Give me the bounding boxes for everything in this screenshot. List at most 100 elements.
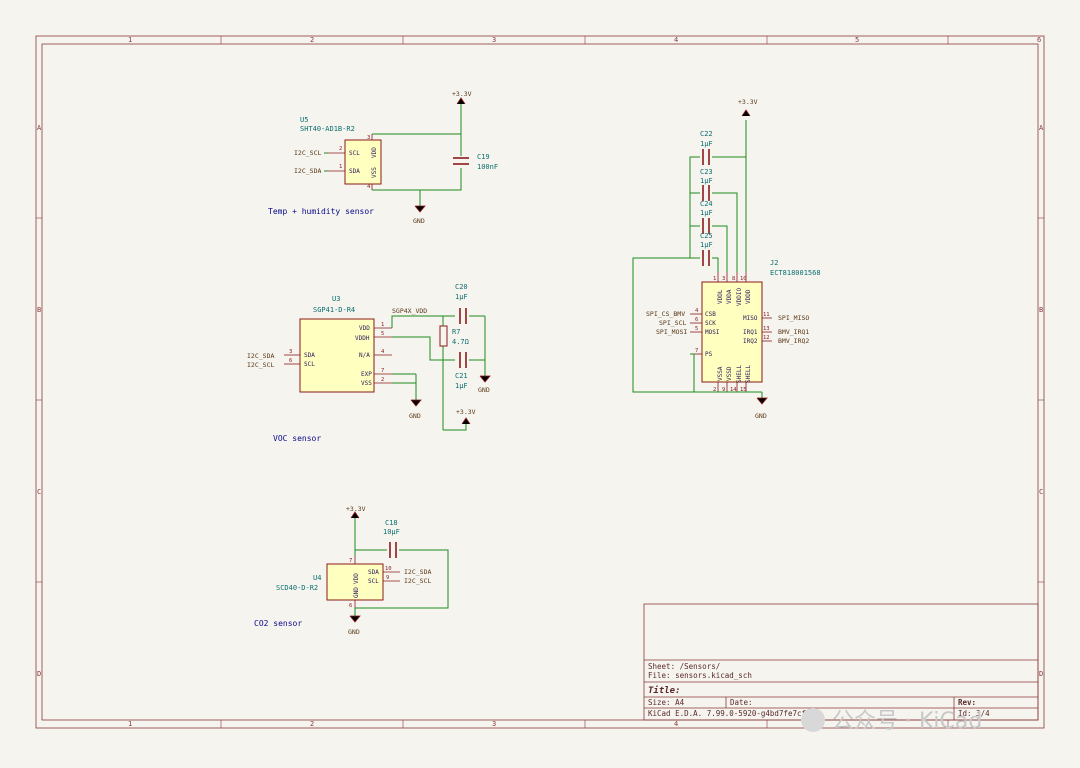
svg-text:C21: C21 bbox=[455, 372, 468, 380]
svg-text:4: 4 bbox=[674, 36, 678, 44]
svg-text:ECT818001568: ECT818001568 bbox=[770, 269, 821, 277]
svg-text:B: B bbox=[37, 306, 41, 314]
watermark: 公众号 · KiCad bbox=[801, 708, 982, 734]
u4-scd40-symbol[interactable]: U4 SCD40-D-R2 VDD GND SDA SCL 7 6 10 9 bbox=[276, 556, 400, 609]
svg-text:GND: GND bbox=[478, 386, 490, 394]
co2-sensor-title: CO2 sensor bbox=[254, 619, 302, 628]
svg-text:J2: J2 bbox=[770, 259, 778, 267]
svg-text:VSS: VSS bbox=[371, 167, 378, 178]
svg-text:10: 10 bbox=[740, 276, 747, 282]
svg-text:SDA: SDA bbox=[368, 569, 379, 576]
svg-text:D: D bbox=[1039, 670, 1043, 678]
svg-text:GND: GND bbox=[755, 412, 767, 420]
u3-nets: I2C_SDA I2C_SCL SGP4X_VDD bbox=[247, 307, 486, 431]
svg-text:SPI_SCL: SPI_SCL bbox=[659, 319, 686, 327]
c20-capacitor[interactable]: C20 1µF bbox=[455, 283, 468, 324]
svg-text:MOSI: MOSI bbox=[705, 329, 720, 336]
svg-text:2: 2 bbox=[310, 720, 314, 728]
u4-power-symbols: +3.3V GND bbox=[346, 505, 366, 636]
svg-text:2: 2 bbox=[713, 387, 716, 393]
svg-text:5: 5 bbox=[695, 326, 698, 332]
svg-text:SHELL: SHELL bbox=[745, 365, 752, 383]
title-block-sheet: Sheet: /Sensors/ bbox=[648, 662, 720, 671]
u5-sht40-symbol[interactable]: U5 SHT40-AD1B-R2 SCL SDA VDD VSS 2 1 3 4 bbox=[300, 116, 382, 190]
svg-text:VDD: VDD bbox=[359, 325, 370, 332]
svg-text:1: 1 bbox=[339, 164, 342, 170]
svg-text:12: 12 bbox=[763, 335, 770, 341]
svg-text:VDD: VDD bbox=[353, 573, 360, 584]
svg-text:10µF: 10µF bbox=[383, 528, 400, 536]
svg-text:100nF: 100nF bbox=[477, 163, 498, 171]
svg-text:SCL: SCL bbox=[368, 578, 379, 585]
svg-text:SDA: SDA bbox=[304, 352, 315, 359]
svg-text:2: 2 bbox=[339, 146, 342, 152]
svg-text:2: 2 bbox=[381, 377, 384, 383]
svg-text:VDDH: VDDH bbox=[355, 335, 370, 342]
svg-text:1µF: 1µF bbox=[455, 293, 468, 301]
svg-text:I2C_SDA: I2C_SDA bbox=[247, 352, 274, 360]
svg-text:7: 7 bbox=[695, 348, 698, 354]
svg-text:4: 4 bbox=[367, 184, 371, 190]
svg-text:+3.3V: +3.3V bbox=[346, 505, 366, 513]
svg-text:C: C bbox=[1039, 488, 1043, 496]
outer-frame bbox=[35, 35, 1045, 729]
c18-capacitor[interactable]: C18 10µF bbox=[383, 519, 400, 558]
zone-ticks bbox=[36, 36, 1044, 728]
r7-resistor[interactable]: R7 4.7Ω bbox=[439, 325, 469, 347]
svg-text:4: 4 bbox=[695, 308, 699, 314]
svg-text:6: 6 bbox=[695, 317, 698, 323]
svg-text:I2C_SDA: I2C_SDA bbox=[404, 568, 431, 576]
svg-text:4: 4 bbox=[674, 720, 678, 728]
svg-text:CSB: CSB bbox=[705, 311, 716, 318]
svg-text:MISO: MISO bbox=[743, 315, 758, 322]
svg-text:SCD40-D-R2: SCD40-D-R2 bbox=[276, 584, 318, 592]
svg-text:C18: C18 bbox=[385, 519, 398, 527]
svg-text:6: 6 bbox=[1037, 36, 1041, 44]
svg-text:SGP4X_VDD: SGP4X_VDD bbox=[392, 307, 427, 315]
svg-text:+3.3V: +3.3V bbox=[452, 90, 472, 98]
svg-text:1: 1 bbox=[381, 322, 384, 328]
j2-connector-symbol[interactable]: J2 ECT818001568 VDDL VDDA VDDIO VDDD 1 3… bbox=[690, 259, 821, 393]
svg-text:SPI_MISO: SPI_MISO bbox=[778, 314, 809, 322]
title-block-size: Size: A4 bbox=[648, 698, 685, 707]
svg-text:PS: PS bbox=[705, 351, 713, 358]
u5-nets: I2C_SCL I2C_SDA bbox=[294, 100, 462, 206]
svg-text:SCL: SCL bbox=[304, 361, 315, 368]
svg-text:B: B bbox=[1039, 306, 1043, 314]
svg-text:C25: C25 bbox=[700, 232, 713, 240]
svg-text:13: 13 bbox=[763, 326, 770, 332]
svg-text:VDDIO: VDDIO bbox=[736, 288, 743, 306]
svg-text:1µF: 1µF bbox=[700, 140, 713, 148]
svg-text:4.7Ω: 4.7Ω bbox=[452, 338, 469, 346]
svg-text:6: 6 bbox=[349, 603, 352, 609]
svg-text:1: 1 bbox=[713, 276, 716, 282]
svg-text:5: 5 bbox=[381, 331, 384, 337]
u3-sgp41-symbol[interactable]: U3 SGP41-D-R4 VDD VDDH N/A EXP VSS SDA S… bbox=[284, 295, 392, 393]
svg-text:公众号 · KiCad: 公众号 · KiCad bbox=[832, 709, 982, 734]
svg-text:A: A bbox=[1039, 124, 1044, 132]
svg-text:1: 1 bbox=[128, 720, 132, 728]
c19-capacitor[interactable]: C19 100nF bbox=[453, 153, 498, 171]
svg-text:SPI_MOSI: SPI_MOSI bbox=[656, 328, 687, 336]
svg-text:C20: C20 bbox=[455, 283, 468, 291]
svg-text:GND: GND bbox=[413, 217, 425, 225]
svg-text:GND: GND bbox=[353, 587, 360, 598]
svg-text:3: 3 bbox=[289, 349, 292, 355]
svg-text:SHELL: SHELL bbox=[736, 365, 743, 383]
svg-text:C22: C22 bbox=[700, 130, 713, 138]
svg-text:R7: R7 bbox=[452, 328, 460, 336]
svg-text:1: 1 bbox=[128, 36, 132, 44]
svg-text:1µF: 1µF bbox=[700, 209, 713, 217]
svg-text:C23: C23 bbox=[700, 168, 713, 176]
c21-capacitor[interactable]: C21 1µF bbox=[455, 352, 468, 390]
voc-sensor-title: VOC sensor bbox=[273, 434, 321, 443]
svg-text:9: 9 bbox=[722, 387, 725, 393]
svg-text:I2C_SCL: I2C_SCL bbox=[247, 361, 274, 369]
title-block-title: Title: bbox=[648, 685, 681, 696]
svg-text:GND: GND bbox=[348, 628, 360, 636]
svg-text:1µF: 1µF bbox=[455, 382, 468, 390]
title-block-kicad-version: KiCad E.D.A. 7.99.0-5920-g4bd7fe7cf0 bbox=[648, 709, 811, 718]
svg-text:15: 15 bbox=[740, 387, 747, 393]
